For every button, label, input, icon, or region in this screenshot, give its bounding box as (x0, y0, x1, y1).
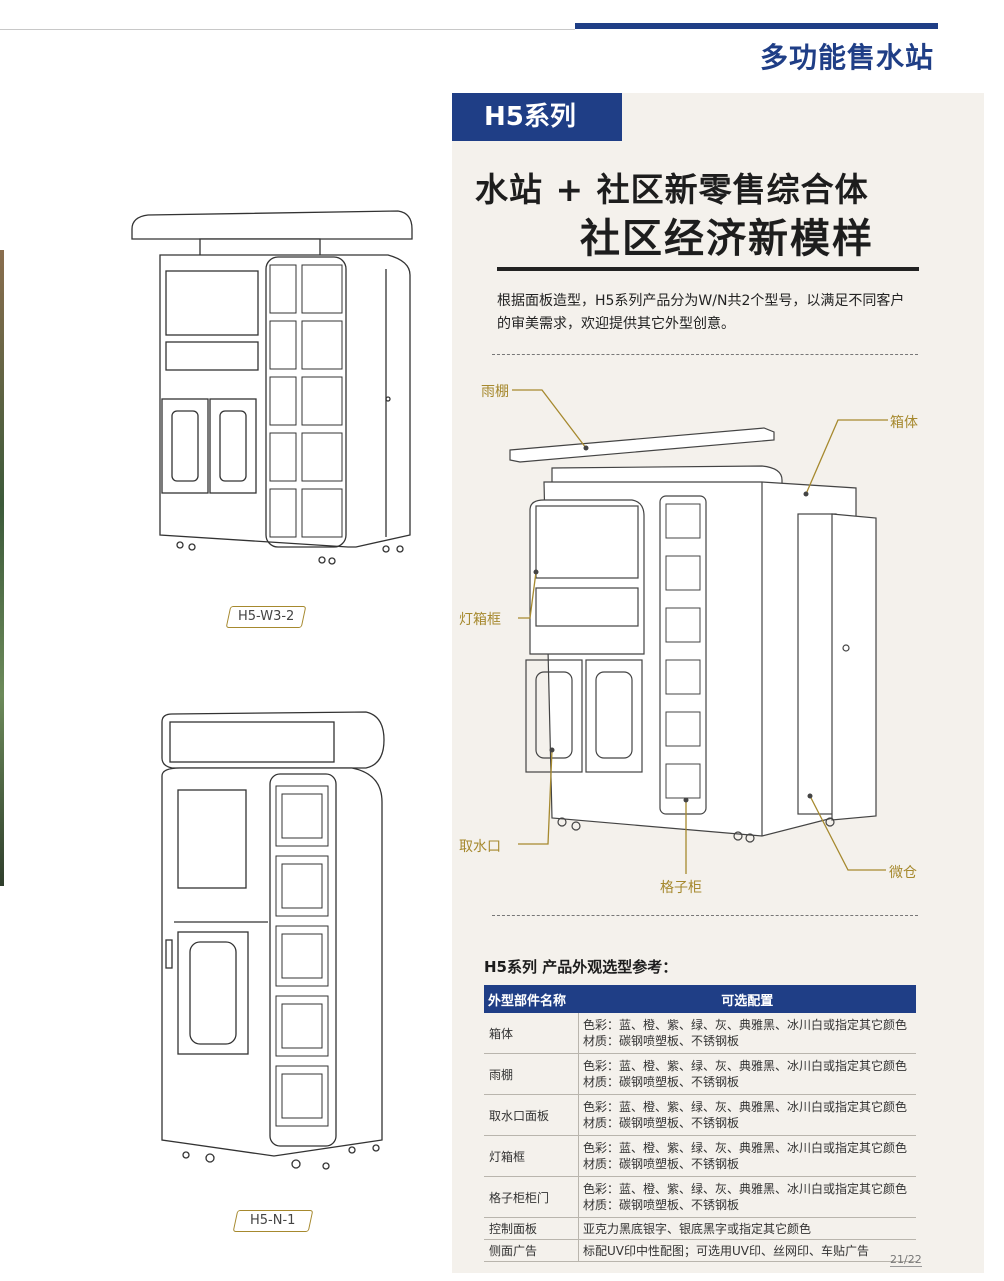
part-config: 色彩：蓝、橙、紫、绿、灰、典雅黑、冰川白或指定其它颜色材质：碳钢喷塑板、不锈钢板 (578, 1013, 916, 1054)
model-w-drawing (131, 210, 413, 565)
part-name: 箱体 (484, 1013, 579, 1054)
intro-text: 根据面板造型，H5系列产品分为W/N共2个型号，以满足不同客户的审美需求，欢迎提… (497, 293, 905, 332)
material-option: 材质：碳钢喷塑板、不锈钢板 (583, 1116, 740, 1130)
col-part-header: 外型部件名称 (484, 985, 579, 1013)
material-option: 材质：碳钢喷塑板、不锈钢板 (583, 1198, 740, 1212)
material-option: 材质：碳钢喷塑板、不锈钢板 (583, 1157, 740, 1171)
model-label-n: H5-N-1 (232, 1210, 314, 1232)
part-name: 侧面广告 (484, 1239, 579, 1262)
callout-grid-cabinet: 格子柜 (660, 880, 702, 896)
options-table: 外型部件名称 可选配置 箱体 色彩：蓝、橙、紫、绿、灰、典雅黑、冰川白或指定其它… (484, 985, 916, 1262)
callout-micro-bin: 微仓 (889, 865, 917, 881)
table-row: 灯箱框 色彩：蓝、橙、紫、绿、灰、典雅黑、冰川白或指定其它颜色材质：碳钢喷塑板、… (484, 1135, 916, 1177)
series-tag: H5系列 (452, 93, 622, 141)
headline-line1: 水站 + 社区新零售综合体 (475, 170, 869, 209)
material-option: 材质：碳钢喷塑板、不锈钢板 (583, 1075, 740, 1089)
model-label-w: H5-W3-2 (225, 606, 307, 628)
header-rule (0, 29, 575, 30)
brand-title: 多功能售水站 (759, 41, 934, 74)
divider-top (492, 354, 918, 355)
part-name: 取水口面板 (484, 1094, 579, 1136)
color-option: 色彩：蓝、橙、紫、绿、灰、典雅黑、冰川白或指定其它颜色 (583, 1182, 908, 1196)
table-header-row: 外型部件名称 可选配置 (484, 985, 916, 1013)
table-row: 取水口面板 色彩：蓝、橙、紫、绿、灰、典雅黑、冰川白或指定其它颜色材质：碳钢喷塑… (484, 1094, 916, 1136)
divider-bottom (492, 915, 918, 916)
color-option: 色彩：蓝、橙、紫、绿、灰、典雅黑、冰川白或指定其它颜色 (583, 1141, 908, 1155)
color-option: 色彩：蓝、橙、紫、绿、灰、典雅黑、冰川白或指定其它颜色 (583, 1100, 908, 1114)
left-photo-strip (0, 250, 4, 886)
table-row: 控制面板 亚克力黑底银字、银底黑字或指定其它颜色 (484, 1217, 916, 1240)
color-option: 色彩：蓝、橙、紫、绿、灰、典雅黑、冰川白或指定其它颜色 (583, 1059, 908, 1073)
part-config: 亚克力黑底银字、银底黑字或指定其它颜色 (578, 1217, 916, 1240)
part-config: 色彩：蓝、橙、紫、绿、灰、典雅黑、冰川白或指定其它颜色材质：碳钢喷塑板、不锈钢板 (578, 1176, 916, 1218)
exploded-drawing (509, 389, 888, 874)
part-config: 色彩：蓝、橙、紫、绿、灰、典雅黑、冰川白或指定其它颜色材质：碳钢喷塑板、不锈钢板 (578, 1053, 916, 1095)
part-name: 雨棚 (484, 1053, 579, 1095)
callout-canopy: 雨棚 (481, 384, 509, 400)
part-config: 色彩：蓝、橙、紫、绿、灰、典雅黑、冰川白或指定其它颜色材质：碳钢喷塑板、不锈钢板 (578, 1094, 916, 1136)
headline-rule (497, 267, 919, 271)
color-option: 色彩：蓝、橙、紫、绿、灰、典雅黑、冰川白或指定其它颜色 (583, 1018, 908, 1032)
part-config: 标配UV印中性配图；可选用UV印、丝网印、车贴广告 (578, 1239, 916, 1262)
headline-line2: 社区经济新模样 (580, 216, 874, 262)
callout-cabinet-body: 箱体 (890, 415, 918, 431)
model-n-drawing (161, 711, 385, 1170)
material-option: 材质：碳钢喷塑板、不锈钢板 (583, 1034, 740, 1048)
table-row: 雨棚 色彩：蓝、橙、紫、绿、灰、典雅黑、冰川白或指定其它颜色材质：碳钢喷塑板、不… (484, 1053, 916, 1095)
callout-lightbox-frame: 灯箱框 (459, 612, 501, 628)
col-config-header: 可选配置 (578, 985, 916, 1013)
callout-water-outlet: 取水口 (459, 839, 501, 855)
part-name: 灯箱框 (484, 1135, 579, 1177)
part-name: 控制面板 (484, 1217, 579, 1240)
table-row: 箱体 色彩：蓝、橙、紫、绿、灰、典雅黑、冰川白或指定其它颜色材质：碳钢喷塑板、不… (484, 1013, 916, 1054)
table-row: 侧面广告 标配UV印中性配图；可选用UV印、丝网印、车贴广告 (484, 1239, 916, 1262)
header-accent-bar (575, 23, 938, 29)
part-config: 色彩：蓝、橙、紫、绿、灰、典雅黑、冰川白或指定其它颜色材质：碳钢喷塑板、不锈钢板 (578, 1135, 916, 1177)
options-table-title: H5系列 产品外观选型参考： (484, 958, 678, 976)
part-name: 格子柜柜门 (484, 1176, 579, 1218)
table-row: 格子柜柜门 色彩：蓝、橙、紫、绿、灰、典雅黑、冰川白或指定其它颜色材质：碳钢喷塑… (484, 1176, 916, 1218)
page-number: 21/22 (890, 1253, 922, 1267)
